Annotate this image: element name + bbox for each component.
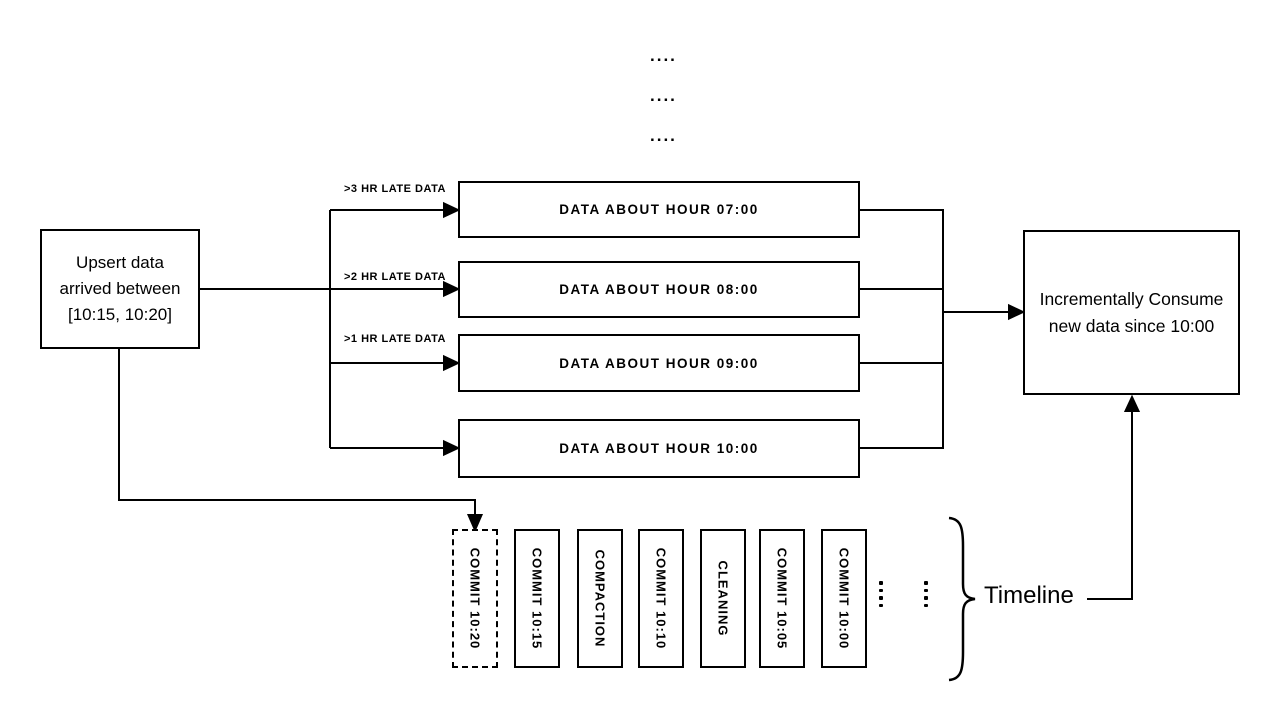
upsert-line-2: arrived between <box>59 279 181 298</box>
timeline-box-commit-1000: COMMIT 10:00 <box>821 529 867 668</box>
upsert-line-1: Upsert data <box>76 253 164 272</box>
late-data-label-1hr: >1 HR LATE DATA <box>344 333 446 345</box>
timeline-box-cleaning-label: CLEANING <box>715 560 731 637</box>
upsert-line-3: [10:15, 10:20] <box>68 305 172 324</box>
arrowhead-timeline-consume <box>1123 394 1141 412</box>
data-box-hour-0800-label: DATA ABOUT HOUR 08:00 <box>559 282 759 297</box>
timeline-box-commit-1000-label: COMMIT 10:00 <box>836 547 852 650</box>
timeline-box-cleaning: CLEANING <box>700 529 746 668</box>
connector-upsert-to-commit <box>118 349 476 515</box>
timeline-brace <box>948 516 976 682</box>
consume-line-1: Incrementally Consume <box>1039 288 1224 309</box>
ellipsis-row: .... <box>650 86 677 105</box>
data-box-hour-0900-label: DATA ABOUT HOUR 09:00 <box>559 355 759 371</box>
timeline-box-commit-1005: COMMIT 10:05 <box>759 529 805 668</box>
data-box-hour-0700: DATA ABOUT HOUR 07:00 <box>458 181 860 238</box>
data-box-hour-0900: DATA ABOUT HOUR 09:00 <box>458 334 860 392</box>
incremental-consume-box: Incrementally Consume new data since 10:… <box>1023 230 1240 395</box>
upsert-data-box: Upsert data arrived between [10:15, 10:2… <box>40 229 200 349</box>
timeline-box-commit-1010-label: COMMIT 10:10 <box>653 547 669 650</box>
timeline-box-compaction-label: COMPACTION <box>592 549 608 648</box>
timeline-box-commit-1015: COMMIT 10:15 <box>514 529 560 668</box>
incremental-consume-label: Incrementally Consume new data since 10:… <box>1040 286 1224 340</box>
late-data-label-3hr: >3 HR LATE DATA <box>344 183 446 195</box>
timeline-box-commit-1020-label: COMMIT 10:20 <box>467 547 483 650</box>
timeline-box-commit-1010: COMMIT 10:10 <box>638 529 684 668</box>
ellipsis-row: .... <box>650 46 677 65</box>
data-box-hour-1000-label: DATA ABOUT HOUR 10:00 <box>559 441 759 456</box>
timeline-box-compaction: COMPACTION <box>577 529 623 668</box>
arrowhead-commit-1020 <box>466 514 484 533</box>
consume-line-2: new data since 10:00 <box>1048 315 1215 336</box>
arrowhead-hour-1000 <box>443 439 461 457</box>
timeline-box-commit-1020: COMMIT 10:20 <box>452 529 498 668</box>
timeline-ellipsis-dots <box>924 581 928 607</box>
arrowhead-hour-0700 <box>443 201 461 219</box>
data-box-hour-0700-label: DATA ABOUT HOUR 07:00 <box>559 202 759 217</box>
arrowhead-hour-0800 <box>443 280 461 298</box>
timeline-ellipsis-dots <box>879 581 883 607</box>
arrowhead-consume <box>1008 303 1026 321</box>
timeline-box-commit-1005-label: COMMIT 10:05 <box>774 547 790 650</box>
late-data-label-2hr: >2 HR LATE DATA <box>344 271 446 283</box>
timeline-box-commit-1015-label: COMMIT 10:15 <box>529 547 545 650</box>
arrowhead-hour-0900 <box>443 354 461 372</box>
ellipsis-row: .... <box>650 126 677 145</box>
data-box-hour-0800: DATA ABOUT HOUR 08:00 <box>458 261 860 318</box>
data-box-hour-1000: DATA ABOUT HOUR 10:00 <box>458 419 860 478</box>
connector-timeline-to-consume <box>1087 411 1133 600</box>
timeline-label: Timeline <box>984 582 1074 609</box>
upsert-data-label: Upsert data arrived between [10:15, 10:2… <box>60 250 181 328</box>
